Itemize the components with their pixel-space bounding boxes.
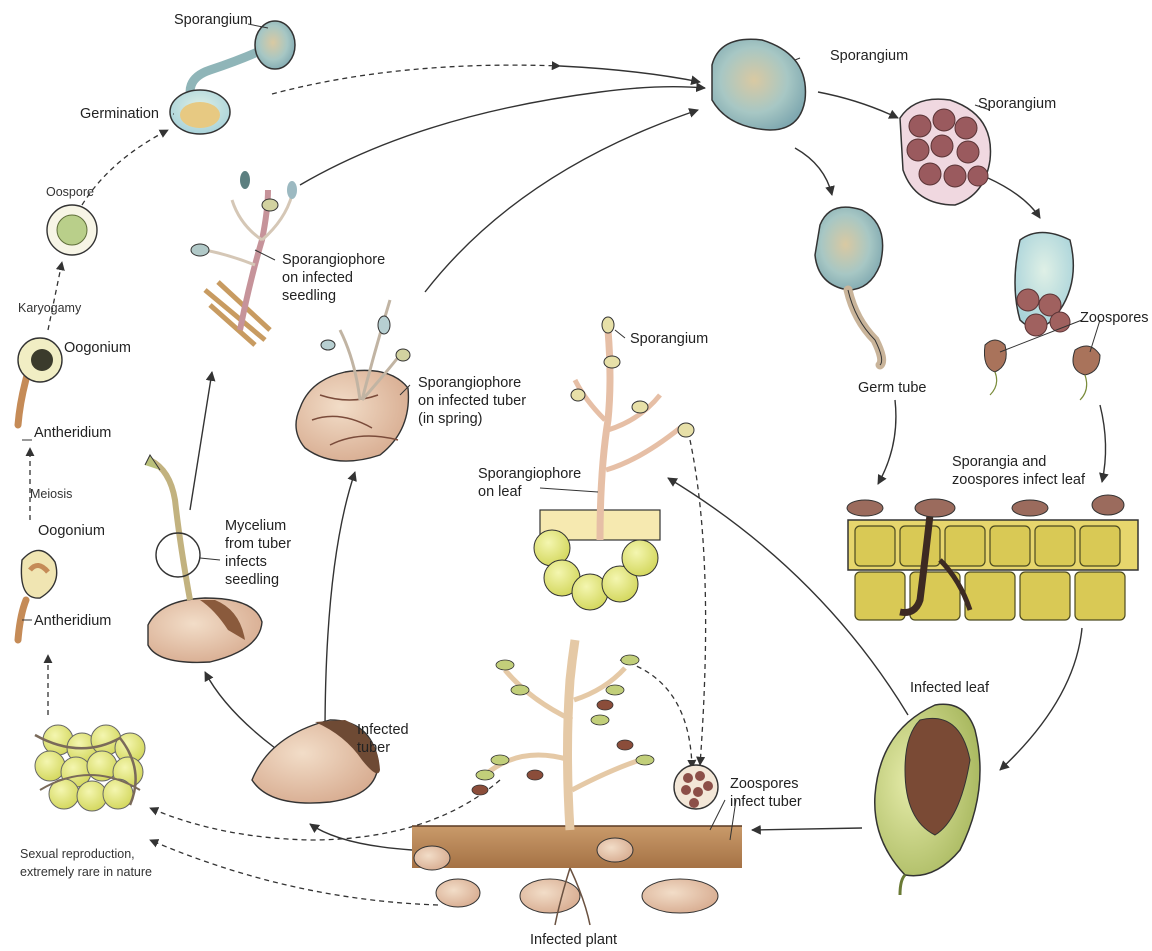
arrow-oospore-to-germination: [82, 130, 168, 205]
label-meiosis: Meiosis: [30, 487, 72, 501]
oospore: [47, 205, 97, 255]
label-oogonium-2: Oogonium: [38, 523, 105, 539]
arrow-tuber-sporangiophore-to-sporangium: [425, 110, 698, 292]
label-mycelium-line1: Mycelium: [225, 518, 286, 534]
arrow-germtube-to-leaf: [878, 400, 896, 484]
sporangiophore-tuber: [296, 300, 410, 461]
label-sporangiophore-tuber-line2: on infected tuber: [418, 393, 526, 409]
germinating-sporangium: [815, 207, 883, 365]
oogonium-with-nucleus: [18, 338, 62, 425]
arrow-infected-leaf-to-zoospore-tuber: [752, 828, 862, 830]
arrow-sporangium-to-germ-sporangium: [795, 148, 832, 195]
label-sporangiophore-leaf-line1: Sporangiophore: [478, 466, 581, 482]
sexual-reproduction-mass: [35, 725, 145, 811]
label-sporangium-top-right: Sporangium: [830, 48, 908, 64]
arrow-zoospores-to-leaf: [1100, 405, 1106, 482]
label-sporangiophore-seedling-line3: seedling: [282, 288, 336, 304]
label-zoospores-tuber-line2: infect tuber: [730, 794, 802, 810]
label-infected-tuber-line2: tuber: [357, 740, 390, 756]
label-germ-tube: Germ tube: [858, 380, 927, 396]
label-sexual-reproduction-line2: extremely rare in nature: [20, 865, 152, 879]
germinating-oospore: [170, 21, 295, 134]
label-mycelium-line2: from tuber: [225, 536, 291, 552]
label-antheridium-1: Antheridium: [34, 425, 111, 441]
label-sporangiophore-seedling-line1: Sporangiophore: [282, 252, 385, 268]
label-sporangiophore-seedling-line2: on infected: [282, 270, 353, 286]
label-mycelium-line4: seedling: [225, 572, 279, 588]
infected-leaf-cells: [847, 495, 1138, 620]
zoosporangium-in-soil: [674, 765, 718, 809]
arrow-plant-drop-to-tuber: [620, 660, 692, 768]
label-oospore: Oospore: [46, 185, 94, 199]
arrow-seedling-to-sporangiophore-seedling: [190, 372, 212, 510]
releasing-sporangium: [1015, 233, 1073, 337]
label-infected-tuber-line1: Infected: [357, 722, 409, 738]
label-sporangiophore-leaf-line2: on leaf: [478, 484, 523, 500]
arrow-sporangium-drop-to-tuber: [690, 440, 706, 765]
zoospores-free: [984, 340, 1100, 400]
arrow-tuber-to-sporangiophore-tuber: [325, 472, 355, 735]
label-sporangia-infect-line2: zoospores infect leaf: [952, 472, 1086, 488]
arrow-karyogamy: [48, 262, 62, 330]
label-sporangia-infect-line1: Sporangia and: [952, 454, 1046, 470]
arrow-leafcells-to-infected-leaf: [1000, 628, 1082, 770]
arrow-sporangium-to-zoosporangium: [818, 92, 898, 118]
label-germination: Germination: [80, 106, 159, 122]
arrow-to-main-sporangium: [560, 66, 700, 82]
label-oogonium-1: Oogonium: [64, 340, 131, 356]
zoosporangium: [900, 99, 991, 205]
arrow-soil-to-infected-tuber: [310, 824, 412, 850]
arrow-tuber-to-seedling-tuber: [205, 672, 275, 748]
label-sexual-reproduction-line1: Sexual reproduction,: [20, 847, 135, 861]
label-infected-leaf: Infected leaf: [910, 680, 990, 696]
arrow-germination-to-sporangium: [272, 65, 560, 94]
label-karyogamy: Karyogamy: [18, 301, 82, 315]
label-zoospores-tuber-line1: Zoospores: [730, 776, 799, 792]
label-sporangium-center: Sporangium: [630, 331, 708, 347]
label-mycelium-line3: infects: [225, 554, 267, 570]
arrow-zoosporangium-to-released: [988, 178, 1040, 218]
sporangiophore-on-leaf: [534, 317, 694, 610]
label-sporangiophore-tuber-line1: Sporangiophore: [418, 375, 521, 391]
sporangium-main: [712, 39, 805, 130]
infected-leaf: [875, 704, 980, 895]
label-sporangium-top-left: Sporangium: [174, 12, 252, 28]
arrow-seedling-to-sporangium: [300, 87, 705, 185]
label-sporangiophore-tuber-line3: (in spring): [418, 411, 482, 427]
label-zoospores: Zoospores: [1080, 310, 1149, 326]
arrow-tubers-to-sexual-reproduction: [150, 840, 438, 905]
label-infected-plant: Infected plant: [530, 932, 617, 948]
label-sporangium-right: Sporangium: [978, 96, 1056, 112]
label-antheridium-2: Antheridium: [34, 613, 111, 629]
